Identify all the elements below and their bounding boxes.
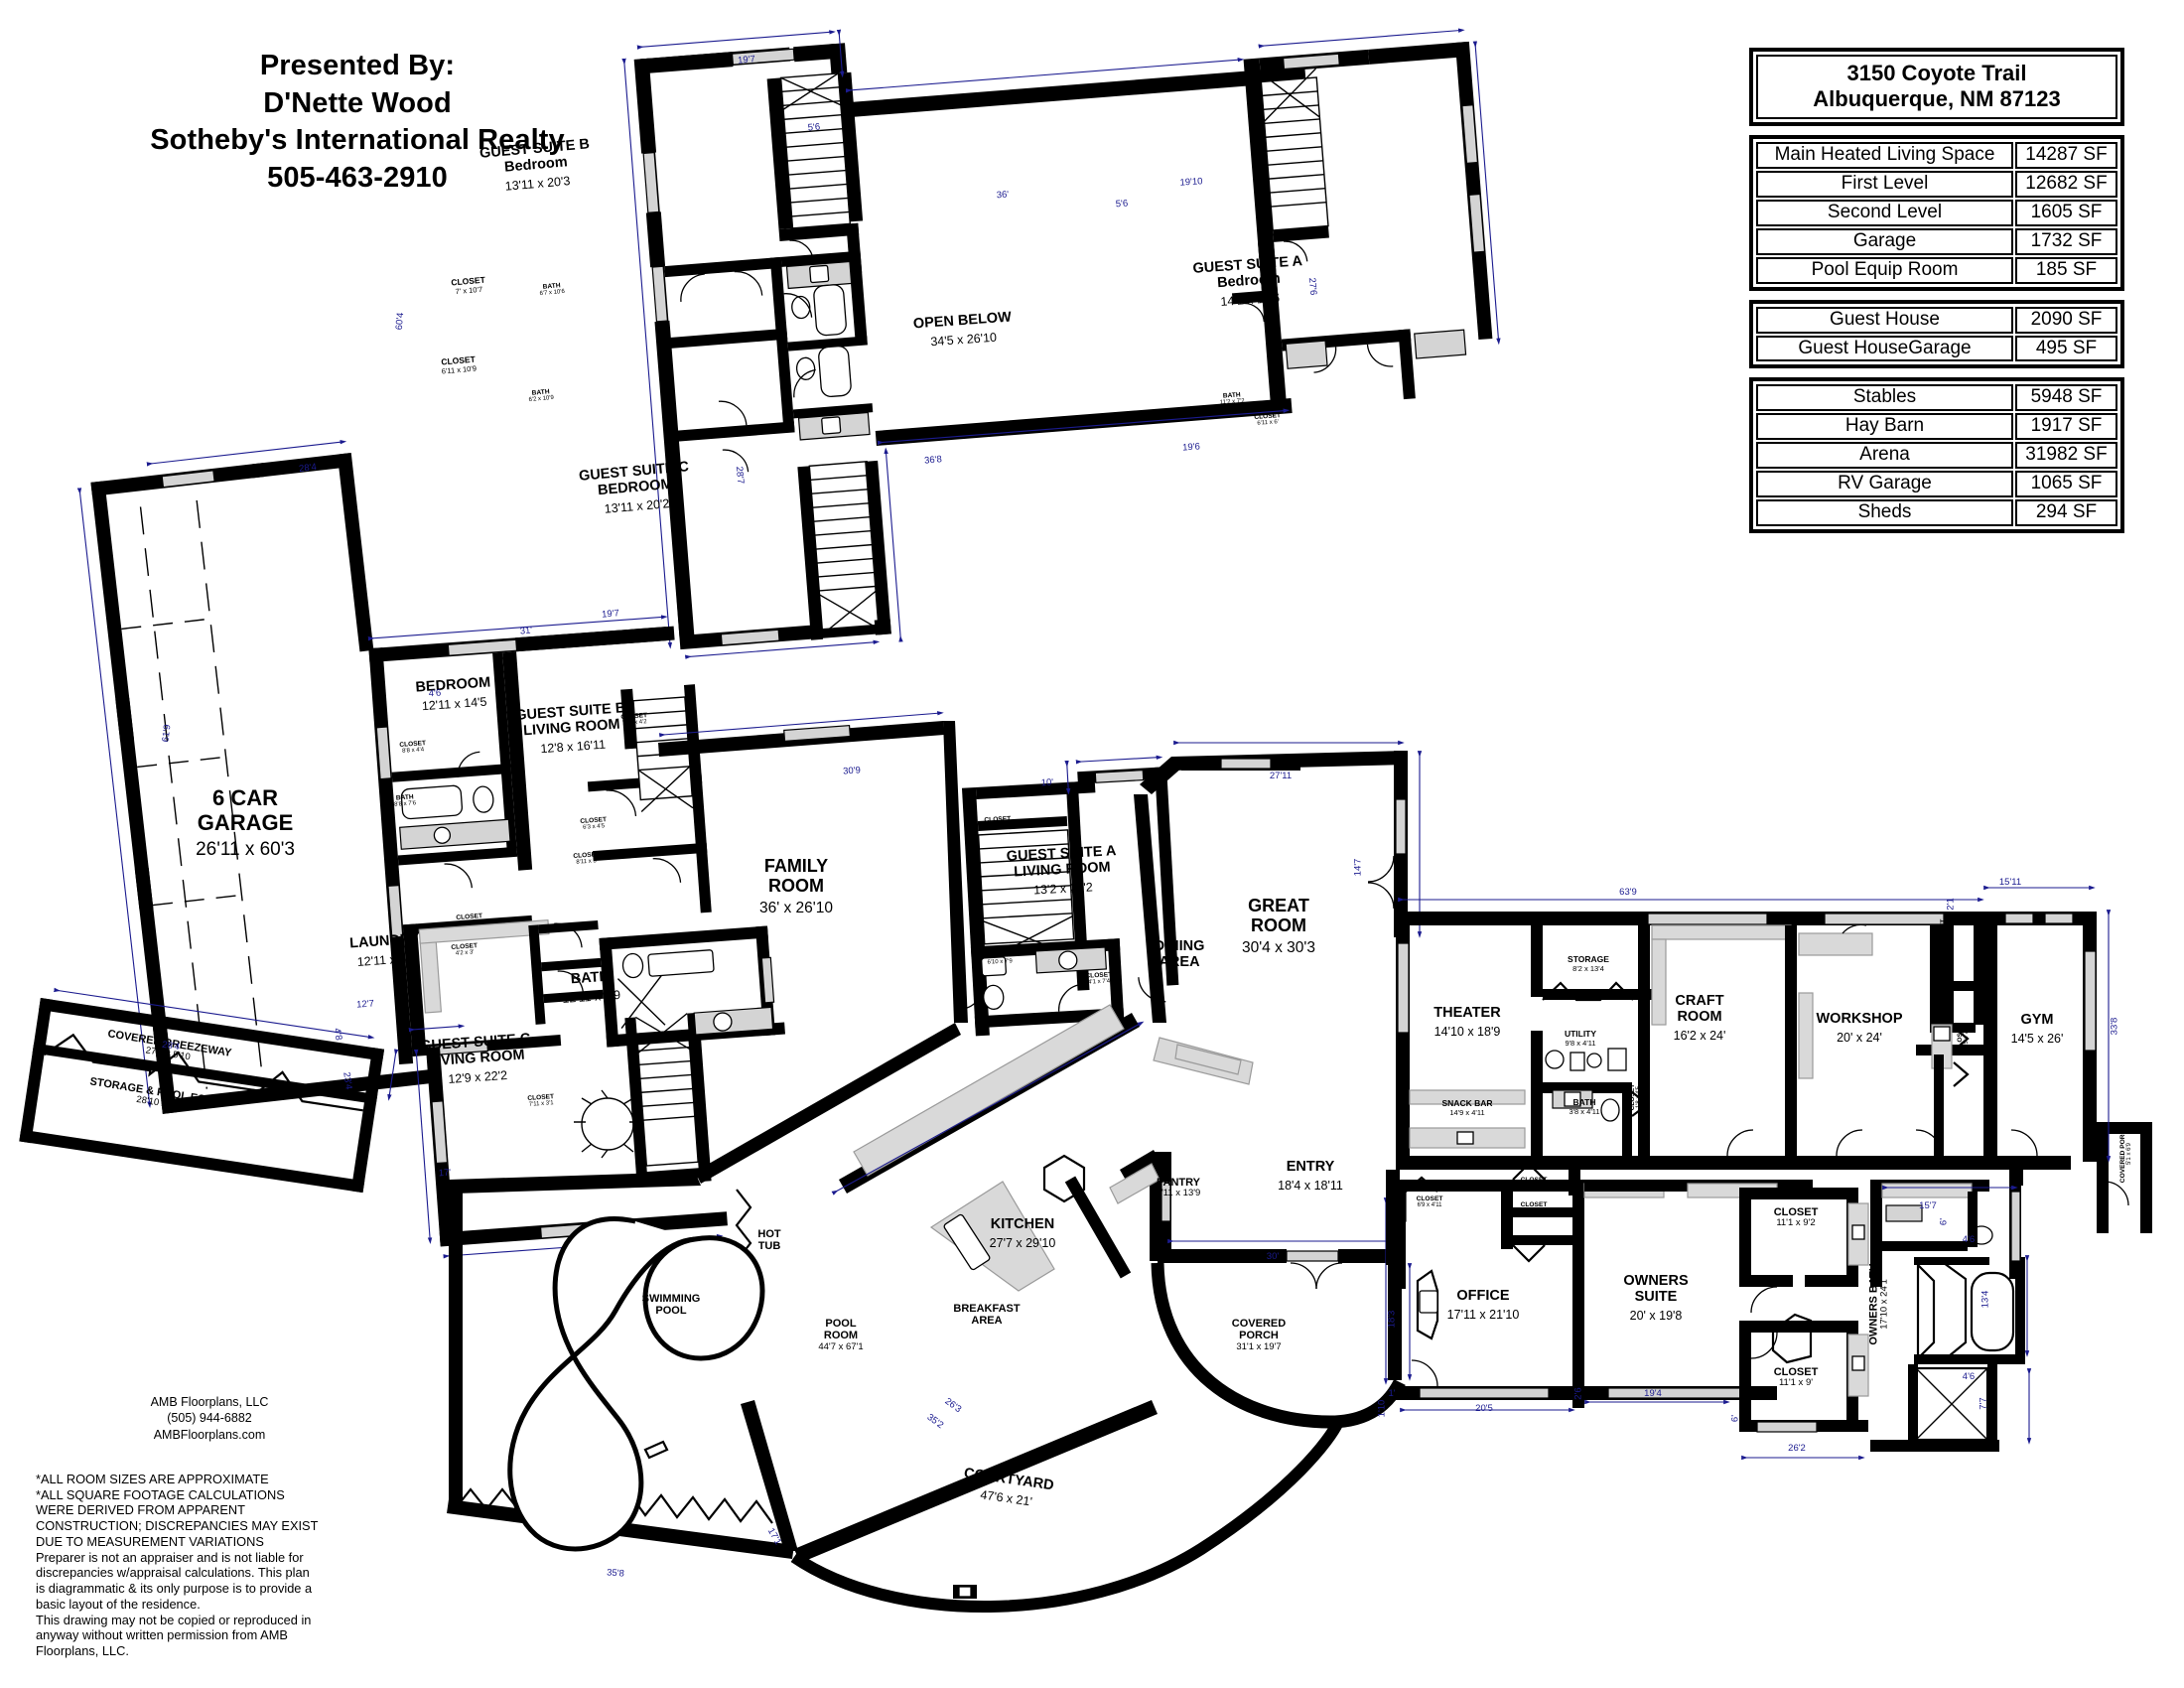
sf-row-value: 1065 SF	[2015, 471, 2117, 498]
address-city-state-zip: Albuquerque, NM 87123	[1813, 85, 2061, 111]
sf-row-label: Pool Equip Room	[1756, 256, 2013, 284]
property-info-table: 3150 Coyote Trail Albuquerque, NM 87123 …	[1749, 48, 2124, 542]
sf-row-label: Guest House	[1756, 306, 2013, 334]
sf-row-label: Main Heated Living Space	[1756, 141, 2013, 169]
entry-block	[741, 1152, 1413, 1613]
sf-row-label: Hay Barn	[1756, 413, 2013, 441]
sf-row-label: Second Level	[1756, 199, 2013, 226]
sf-row-label: Sheds	[1756, 499, 2013, 527]
disclaimer-line-7: discrepancies w/appraisal calculations. …	[36, 1565, 310, 1581]
sf-row-label: Guest HouseGarage	[1756, 335, 2013, 362]
disclaimer-line-6: Preparer is not an appraiser and is not …	[36, 1549, 304, 1565]
breezeway-block	[19, 987, 399, 1194]
owners-block	[1383, 1162, 2032, 1461]
disclaimer-block: *ALL ROOM SIZES ARE APPROXIMATE *ALL SQU…	[36, 1472, 363, 1659]
sf-row-value: 2090 SF	[2015, 306, 2117, 334]
sf-row-value: 31982 SF	[2015, 442, 2117, 470]
disclaimer-line-5: DUE TO MEASUREMENT VARIATIONS	[36, 1533, 264, 1549]
agent-name: D'Nette Wood	[263, 86, 452, 119]
brokerage-name: Sotheby's International Realty	[150, 124, 565, 157]
disclaimer-line-12: Floorplans, LLC.	[36, 1643, 129, 1659]
disclaimer-line-3: WERE DERIVED FROM APPARENT	[36, 1502, 245, 1518]
sf-row-value: 5948 SF	[2015, 384, 2117, 412]
address-street: 3150 Coyote Trail	[1846, 61, 2027, 85]
great-room-block	[1134, 740, 1423, 1085]
sf-row-value: 14287 SF	[2015, 141, 2117, 169]
kitchen-block	[831, 1004, 1161, 1292]
second-floor-plan	[621, 28, 1501, 659]
preparer-website: AMBFloorplans.com	[153, 1427, 266, 1442]
presenter-block: Presented By: D'Nette Wood Sotheby's Int…	[149, 48, 566, 198]
presented-by-line: Presented By:	[259, 50, 456, 81]
sf-row-value: 1605 SF	[2015, 199, 2117, 226]
sf-row-label: Arena	[1756, 442, 2013, 470]
disclaimer-line-4: CONSTRUCTION; DISCREPANCIES MAY EXIST	[36, 1518, 319, 1534]
property-address: 3150 Coyote Trail Albuquerque, NM 87123	[1756, 55, 2117, 119]
connector-walls	[1386, 1156, 2023, 1265]
sf-row-value: 185 SF	[2015, 256, 2117, 284]
sf-row-value: 1917 SF	[2015, 413, 2117, 441]
sf-row-label: Garage	[1756, 227, 2013, 255]
disclaimer-line-10: This drawing may not be copied or reprod…	[36, 1612, 312, 1627]
sf-row-value: 495 SF	[2015, 335, 2117, 362]
preparer-phone: (505) 944-6882	[167, 1411, 252, 1426]
preparer-company: AMB Floorplans, LLC	[150, 1395, 269, 1409]
sf-row-value: 294 SF	[2015, 499, 2117, 527]
preparer-credit: AMB Floorplans, LLC (505) 944-6882 AMBFl…	[95, 1394, 324, 1443]
disclaimer-line-1: *ALL ROOM SIZES ARE APPROXIMATE	[36, 1472, 269, 1486]
disclaimer-line-11: anyway without written permission from A…	[36, 1627, 288, 1643]
address-group: 3150 Coyote Trail Albuquerque, NM 87123	[1749, 48, 2124, 126]
disclaimer-line-9: basic layout of the residence.	[36, 1596, 201, 1612]
pool-block	[447, 1089, 794, 1559]
sf-row-value: 12682 SF	[2015, 170, 2117, 198]
sf-row-label: RV Garage	[1756, 471, 2013, 498]
sf-row-label: First Level	[1756, 170, 2013, 198]
east-wing-block	[1396, 885, 2152, 1233]
disclaimer-line-8: is diagrammatic & its only purpose is to…	[36, 1581, 313, 1597]
sf-row-label: Stables	[1756, 384, 2013, 412]
sf-row-value: 1732 SF	[2015, 227, 2117, 255]
guest-suite-a-block	[960, 755, 1179, 1037]
disclaimer-line-2: *ALL SQUARE FOOTAGE CALCULATIONS	[36, 1486, 285, 1502]
agent-phone: 505-463-2910	[267, 162, 448, 195]
